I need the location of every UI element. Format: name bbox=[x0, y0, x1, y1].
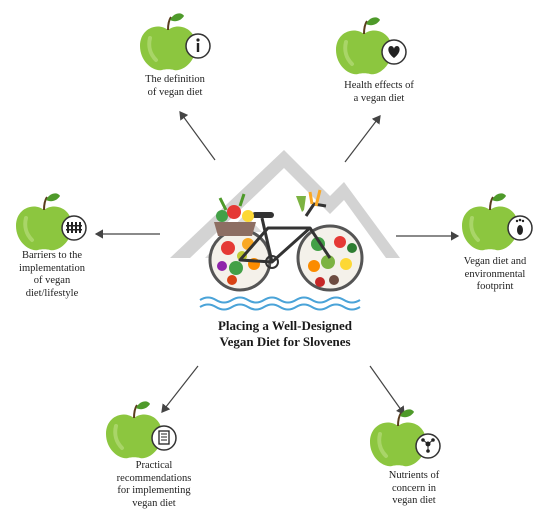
arrow-definition bbox=[179, 111, 216, 161]
apple-practical bbox=[104, 399, 177, 461]
vegetables-front-wheel bbox=[308, 236, 357, 287]
label-health: Health effects of a vegan diet bbox=[344, 80, 414, 104]
molecule-icon bbox=[421, 438, 435, 453]
document-icon bbox=[158, 430, 170, 445]
arrow-nutrients bbox=[369, 365, 405, 415]
label-definition: The definition of vegan diet bbox=[145, 74, 205, 98]
apple-definition bbox=[138, 11, 211, 73]
heart-icon bbox=[388, 46, 400, 58]
arrow-practical bbox=[161, 365, 199, 413]
label-barriers: Barriers to the implementation of vegan … bbox=[19, 250, 85, 299]
info-icon bbox=[196, 38, 200, 52]
central-title: Placing a Well-Designed Vegan Diet for S… bbox=[217, 318, 353, 349]
label-nutrients: Nutrients of concern in vegan diet bbox=[388, 470, 440, 506]
arrows bbox=[94, 111, 460, 415]
arrow-health bbox=[344, 115, 381, 163]
label-footprint: Vegan diet and environmental footprint bbox=[463, 256, 527, 292]
label-practical: Practical recommendations for implementi… bbox=[116, 460, 192, 509]
bicycle-illustration bbox=[208, 189, 364, 292]
apple-health bbox=[334, 15, 407, 77]
mountains-illustration bbox=[170, 150, 400, 258]
water-waves bbox=[199, 296, 361, 311]
apple-nutrients bbox=[368, 407, 441, 469]
footprint-icon bbox=[515, 218, 525, 235]
apple-barriers bbox=[14, 191, 87, 253]
apple-footprint bbox=[460, 191, 533, 253]
basket-vegetables bbox=[214, 189, 322, 236]
fence-icon bbox=[66, 222, 82, 233]
